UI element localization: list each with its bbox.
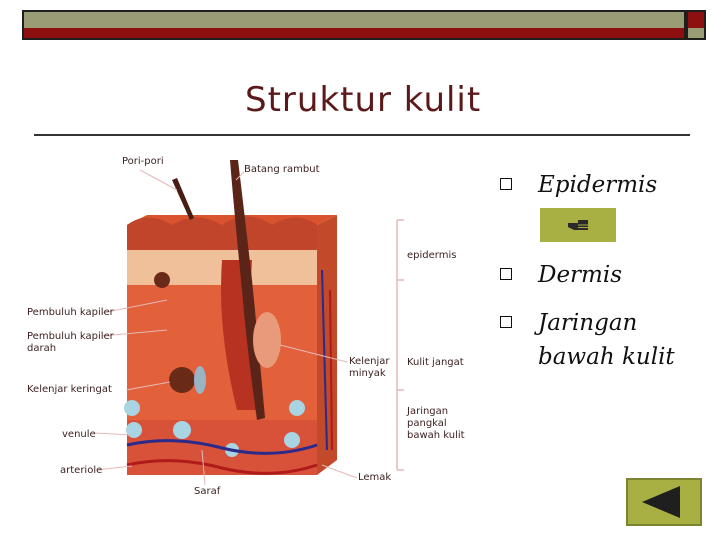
nerve-receptor [194, 366, 206, 394]
fat-globule [173, 421, 191, 439]
bullet-dermis: Dermis [500, 260, 622, 290]
bullet-square-icon [500, 268, 512, 280]
top-decoration-bar [22, 10, 706, 40]
sweat-duct-coil [154, 272, 170, 288]
bullet-square-icon [500, 178, 512, 190]
top-red-strip [22, 28, 686, 40]
label-kulit-jangat: Kulit jangat [407, 357, 464, 368]
back-triangle-icon [642, 486, 680, 518]
sebaceous-gland [253, 312, 281, 368]
fat-globule [126, 422, 142, 438]
venule-vessel [126, 439, 318, 455]
bullet-label-continuation: bawah kulit [538, 344, 675, 370]
label-pembuluh-kapiler-darah-2: darah [27, 343, 57, 354]
top-corner-olive-square [686, 28, 706, 40]
label-saraf: Saraf [194, 486, 221, 497]
label-jaringan-2: pangkal [407, 418, 447, 429]
label-epidermis: epidermis [407, 250, 457, 261]
label-lemak: Lemak [358, 472, 392, 483]
skin-cross-section-illustration [93, 160, 404, 486]
bullet-label: Jaringan [538, 310, 638, 336]
fat-globule [124, 400, 140, 416]
label-kelenjar-minyak-1: Kelenjar [349, 356, 390, 367]
side-vessel [329, 289, 333, 451]
label-pembuluh-kapiler-darah-1: Pembuluh kapiler [27, 331, 114, 342]
bullet-epidermis: Epidermis [500, 170, 657, 200]
label-jaringan-3: bawah kulit [407, 430, 465, 441]
sweat-gland [169, 367, 195, 393]
top-olive-strip [22, 10, 686, 30]
label-venule: venule [62, 429, 96, 440]
hand-pointer-icon [568, 220, 588, 230]
label-kelenjar-minyak-2: minyak [349, 368, 386, 379]
skin-structure-diagram: Pori-pori Batang rambut epidermis Pembul… [22, 150, 465, 510]
title-underline [34, 134, 690, 136]
fat-globule [289, 400, 305, 416]
bullet-label: Dermis [538, 262, 623, 288]
label-pembuluh-kapiler: Pembuluh kapiler [27, 307, 114, 318]
back-nav-button[interactable] [626, 478, 702, 526]
label-batang-rambut: Batang rambut [244, 164, 320, 175]
bullet-square-icon [500, 316, 512, 328]
label-jaringan-1: Jaringan [407, 406, 449, 417]
bullet-label: Epidermis [538, 172, 658, 198]
label-pori-pori: Pori-pori [122, 156, 164, 167]
side-vessel [321, 269, 328, 451]
stratum-corneum [127, 216, 317, 250]
top-corner-red-square [686, 10, 706, 30]
fat-globule [284, 432, 300, 448]
slide-title: Struktur kulit [245, 80, 482, 120]
bullet-jaringan: Jaringan [500, 308, 637, 338]
label-kelenjar-keringat: Kelenjar keringat [27, 384, 112, 395]
pore-hair [172, 178, 194, 220]
label-arteriole: arteriole [60, 465, 103, 476]
arteriole-vessel [126, 459, 318, 475]
epidermis-link-button[interactable] [540, 208, 616, 242]
